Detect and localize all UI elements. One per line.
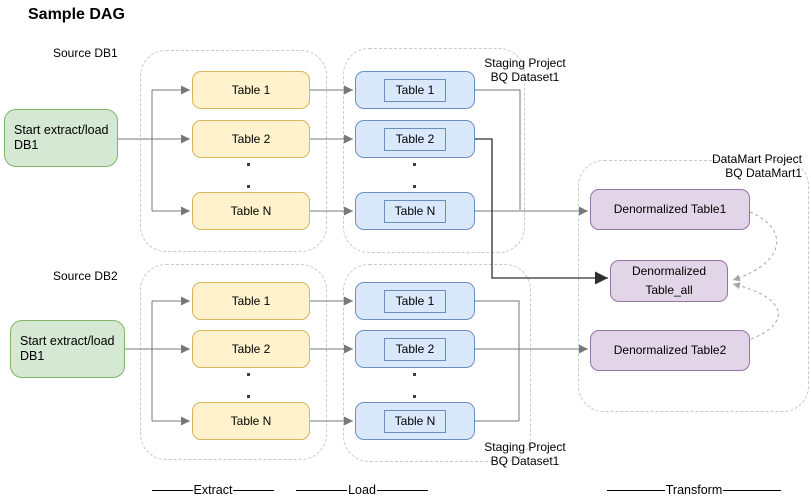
staging-caption-1-line1: Staging Project xyxy=(484,56,566,70)
datamart-container xyxy=(578,160,809,412)
load2-table2-inner: Table 2 xyxy=(384,337,446,361)
stage-load: Load xyxy=(296,483,428,497)
load1-tableN: Table N xyxy=(355,192,475,230)
ellipsis-dot xyxy=(247,185,250,188)
stage-load-line-right xyxy=(376,489,428,491)
staging-caption-2-line2: BQ Dataset1 xyxy=(490,454,560,468)
load1-table2: Table 2 xyxy=(355,120,475,158)
load2-table1-inner: Table 1 xyxy=(384,289,446,313)
load2-table1: Table 1 xyxy=(355,282,475,320)
denormalized-table-all-node: Denormalized Table_all xyxy=(610,260,728,302)
stage-transform: Transform xyxy=(607,483,781,497)
staging-caption-1: Staging Project BQ Dataset1 xyxy=(468,56,582,84)
start-node-db1-line1: Start extract/load xyxy=(14,123,109,137)
staging-caption-1-line2: BQ Dataset1 xyxy=(490,70,560,84)
stage-transform-line-left xyxy=(607,489,665,491)
load2-tableN: Table N xyxy=(355,402,475,440)
ellipsis-dot xyxy=(413,185,416,188)
extract2-table2: Table 2 xyxy=(192,330,310,368)
stage-extract: Extract xyxy=(152,483,274,497)
start-node-db2-line1: Start extract/load xyxy=(20,334,115,348)
datamart-caption-line1: DataMart Project xyxy=(711,152,802,166)
ellipsis-dot xyxy=(247,373,250,376)
ellipsis-dot xyxy=(247,163,250,166)
extract-group1-container xyxy=(140,50,327,252)
datamart-caption: DataMart Project BQ DataMart1 xyxy=(660,152,802,180)
stage-transform-label: Transform xyxy=(665,483,723,497)
stage-load-line-left xyxy=(296,489,348,491)
denormalized-table-all-line1: Denormalized xyxy=(631,264,707,278)
load-group2-container xyxy=(343,264,531,462)
ellipsis-dot xyxy=(247,395,250,398)
start-node-db1: Start extract/load DB1 xyxy=(4,109,118,167)
ellipsis-dot xyxy=(413,395,416,398)
diagram-title: Sample DAG xyxy=(28,6,125,23)
source-db1-label: Source DB1 xyxy=(53,46,118,60)
load1-table1: Table 1 xyxy=(355,71,475,109)
load1-table1-inner: Table 1 xyxy=(384,78,446,102)
datamart-caption-line2: BQ DataMart1 xyxy=(725,166,802,180)
staging-caption-2-line1: Staging Project xyxy=(484,440,566,454)
stage-extract-label: Extract xyxy=(193,483,233,497)
stage-transform-line-right xyxy=(723,489,781,491)
stage-extract-line-left xyxy=(152,489,193,491)
staging-caption-2: Staging Project BQ Dataset1 xyxy=(468,440,582,468)
extract-group2-container xyxy=(140,264,327,460)
load1-table2-inner: Table 2 xyxy=(384,127,446,151)
extract1-tableN: Table N xyxy=(192,192,310,230)
denormalized-table2-node: Denormalized Table2 xyxy=(590,330,750,371)
start-node-db1-line2: DB1 xyxy=(14,138,39,152)
extract1-table2: Table 2 xyxy=(192,120,310,158)
load2-table2: Table 2 xyxy=(355,330,475,368)
denormalized-table1-node: Denormalized Table1 xyxy=(590,189,750,230)
ellipsis-dot xyxy=(413,373,416,376)
denormalized-table-all-line2: Table_all xyxy=(645,283,693,297)
start-node-db2: Start extract/load DB1 xyxy=(10,320,125,378)
ellipsis-dot xyxy=(413,163,416,166)
extract2-tableN: Table N xyxy=(192,402,310,440)
source-db2-label: Source DB2 xyxy=(53,269,118,283)
load2-tableN-inner: Table N xyxy=(384,409,446,433)
stage-extract-line-right xyxy=(233,489,274,491)
start-node-db2-line2: DB1 xyxy=(20,349,45,363)
extract2-table1: Table 1 xyxy=(192,282,310,320)
stage-load-label: Load xyxy=(348,483,376,497)
load1-tableN-inner: Table N xyxy=(384,199,446,223)
extract1-table1: Table 1 xyxy=(192,71,310,109)
